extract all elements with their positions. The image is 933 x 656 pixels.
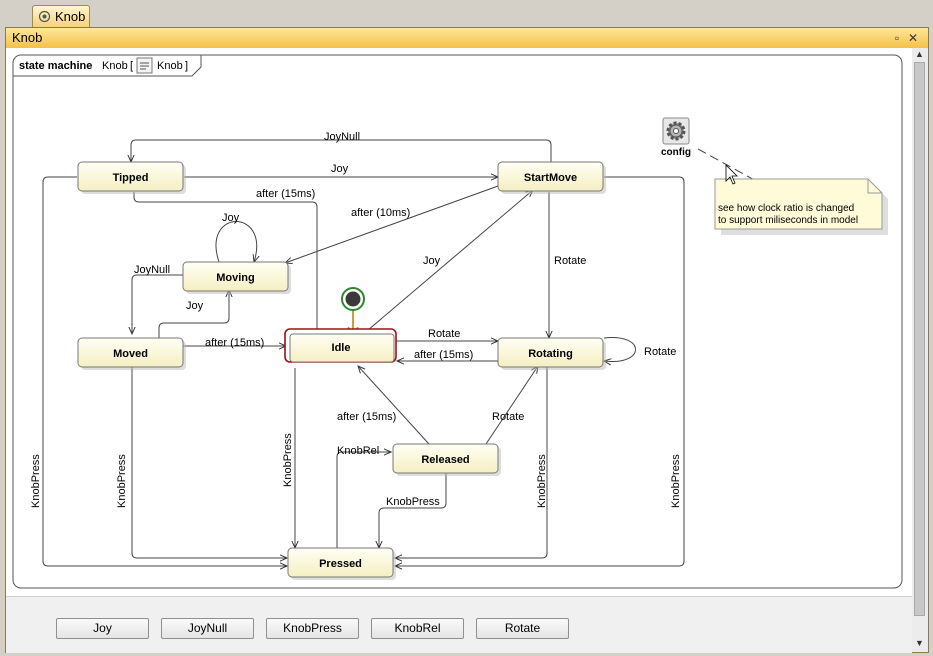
label-after15-moved: after (15ms) [205,337,264,349]
state-label: Rotating [528,348,573,360]
event-button-panel: Joy JoyNull KnobPress KnobRel Rotate [6,596,912,653]
scroll-up-icon[interactable]: ▲ [915,49,924,59]
transition-joy-moved-moving[interactable] [158,290,229,338]
state-label: Moving [216,272,255,284]
label-joy-top: Joy [331,163,349,175]
transition-knobpress-released-pressed[interactable] [379,469,447,548]
mouse-cursor-icon [725,164,738,185]
transition-knobrel-pressed-released[interactable] [336,452,391,548]
tab-label: Knob [55,9,86,24]
state-rotating[interactable]: Rotating [497,337,606,370]
state-machine-icon [38,10,51,23]
note-anchor-line [697,148,759,183]
state-label: Idle [332,342,351,354]
note-line-2: to support miliseconds in model [718,215,858,226]
state-pressed[interactable]: Pressed [287,547,396,580]
state-tipped[interactable]: Tipped [77,161,186,194]
transition-after10-startmove-moving[interactable] [285,185,499,263]
label-joy-moved: Joy [186,300,204,312]
knobrel-event-button[interactable]: KnobRel [371,618,464,639]
frame-ref-name: Knob [157,60,183,72]
transition-rotate-rotating-self[interactable] [604,337,636,361]
frame-keyword: state machine [19,60,92,72]
transition-knobpress-tipped-pressed[interactable] [42,176,287,566]
label-rotate-self: Rotate [644,346,676,358]
transition-knobpress-rotating-pressed[interactable] [395,363,548,558]
transition-after15-tipped-idle[interactable] [133,192,317,350]
label-joynull-top: JoyNull [324,131,360,143]
transition-joy-idle-startmove[interactable] [360,190,533,337]
close-icon[interactable]: ✕ [907,31,919,45]
label-after10: after (10ms) [351,207,410,219]
diagram-ref-icon [136,57,153,74]
transition-joy-moving-self[interactable] [215,221,257,263]
label-knobpress-outer-left: KnobPress [30,454,42,508]
state-label: Released [421,454,469,466]
joynull-event-button[interactable]: JoyNull [161,618,254,639]
label-knobpress-outer-right: KnobPress [670,454,682,508]
state-label: Pressed [319,558,362,570]
knobpress-event-button[interactable]: KnobPress [266,618,359,639]
label-after15-tipped: after (15ms) [256,188,315,200]
label-rotate-startmove: Rotate [554,255,586,267]
label-joy-idle: Joy [423,255,441,267]
window-title: Knob [12,30,43,45]
restore-icon[interactable]: ▫ [894,31,900,45]
frame-header-border [13,55,202,77]
state-released[interactable]: Released [392,443,501,476]
label-after15-rotating: after (15ms) [414,349,473,361]
window-title-bar: Knob ▫ ✕ [6,28,928,48]
state-idle[interactable]: Idle [284,328,397,363]
initial-state[interactable] [341,287,365,311]
transition-rotate-released-rotating[interactable] [485,366,538,445]
frame-close-bracket: ] [185,60,188,72]
rotate-event-button[interactable]: Rotate [476,618,569,639]
transition-knobpress-startmove-pressed[interactable] [395,176,685,566]
note-line-1: see how clock ratio is changed [718,203,854,214]
scrollbar-thumb[interactable] [914,62,925,616]
gear-icon [666,121,686,141]
label-rotate-released: Rotate [492,411,524,423]
label-joynull-moving: JoyNull [134,264,170,276]
state-moved[interactable]: Moved [77,337,186,370]
tab-strip: Knob [0,0,933,28]
config-element[interactable]: config [661,117,691,158]
scroll-down-icon[interactable]: ▼ [915,638,924,648]
config-label: config [661,147,691,158]
label-knobpress-idle: KnobPress [282,433,294,487]
state-machine-diagram: state machine Knob [ Knob ] [12,54,903,589]
diagram-frame [12,54,903,589]
diagram-window: Knob ▫ ✕ state machine Knob [5,27,929,653]
state-label: Moved [113,348,148,360]
frame-open-bracket: [ [130,60,133,72]
frame-name: Knob [102,60,128,72]
label-rotate-idle: Rotate [428,328,460,340]
transition-joynull-startmove-tipped[interactable] [131,139,552,169]
label-knobpress-moved: KnobPress [116,454,128,508]
state-moving[interactable]: Moving [182,261,291,294]
state-label: Tipped [113,172,149,184]
tab-knob[interactable]: Knob [32,5,90,27]
label-knobpress-rotating: KnobPress [536,454,548,508]
transition-knobpress-moved-pressed[interactable] [131,363,287,558]
state-startmove[interactable]: StartMove [497,161,606,194]
joy-event-button[interactable]: Joy [56,618,149,639]
state-label: StartMove [524,172,577,184]
label-joy-selfloop: Joy [222,212,240,224]
label-knobpress-released: KnobPress [386,496,440,508]
transition-joynull-moving-moved[interactable] [132,274,183,334]
vertical-scrollbar[interactable]: ▲ ▼ [912,48,928,652]
transition-after15-released-idle[interactable] [358,366,430,445]
label-knobrel: KnobRel [337,445,379,457]
diagram-canvas[interactable]: state machine Knob [ Knob ] [6,48,912,596]
label-after15-released: after (15ms) [337,411,396,423]
note[interactable]: see how clock ratio is changed to suppor… [714,178,888,235]
